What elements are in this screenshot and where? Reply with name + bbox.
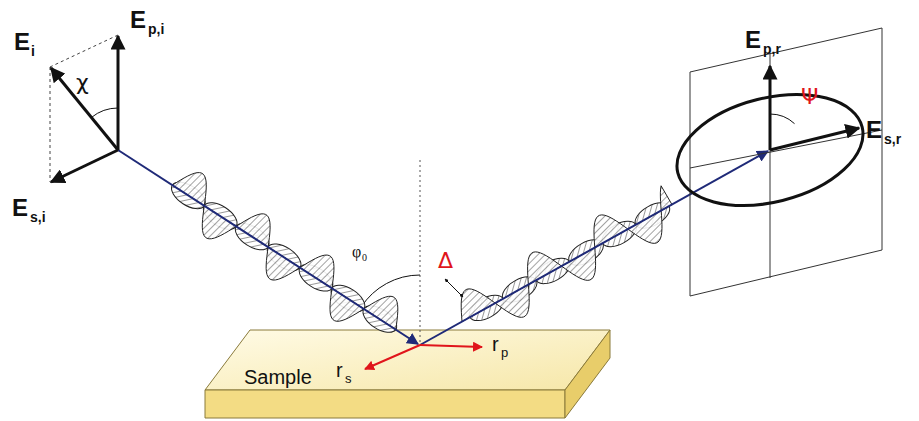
detection-plane <box>665 28 882 296</box>
sample-block <box>205 330 610 418</box>
vector-subscript: s,i <box>30 210 46 224</box>
vector-symbol: E <box>14 30 30 54</box>
vector-subscript: p,r <box>763 42 781 56</box>
phase-symbol: Δ <box>438 250 453 272</box>
coefficient-subscript: s <box>345 372 352 385</box>
sample-label-box: Sample <box>240 364 324 391</box>
rs-arrow <box>365 345 420 369</box>
wave-lobes <box>167 173 674 338</box>
vector-subscript: i <box>31 44 35 58</box>
reflected-beam <box>420 151 768 345</box>
vector-subscript: s,r <box>884 132 901 146</box>
angle-subscript: 0 <box>362 253 367 263</box>
surface-normal <box>420 160 421 345</box>
vector-subscript: p,i <box>148 22 164 36</box>
vector-symbol: E <box>12 196 28 220</box>
coefficient-symbol: r <box>492 334 499 354</box>
rp-arrow <box>420 345 482 347</box>
vector-symbol: E <box>745 28 761 52</box>
phase-shift-marker <box>446 280 462 296</box>
incident-beam <box>118 150 418 344</box>
coefficient-symbol: r <box>336 360 343 380</box>
coefficient-subscript: p <box>501 346 508 359</box>
sample-label: Sample <box>244 366 312 388</box>
angle-symbol: φ <box>352 244 361 260</box>
angle-symbol: Ψ <box>801 86 818 108</box>
vector-symbol: E <box>130 8 146 32</box>
incident-field-vectors <box>50 35 118 182</box>
angle-symbol: χ <box>76 72 89 94</box>
vector-symbol: E <box>866 118 882 142</box>
